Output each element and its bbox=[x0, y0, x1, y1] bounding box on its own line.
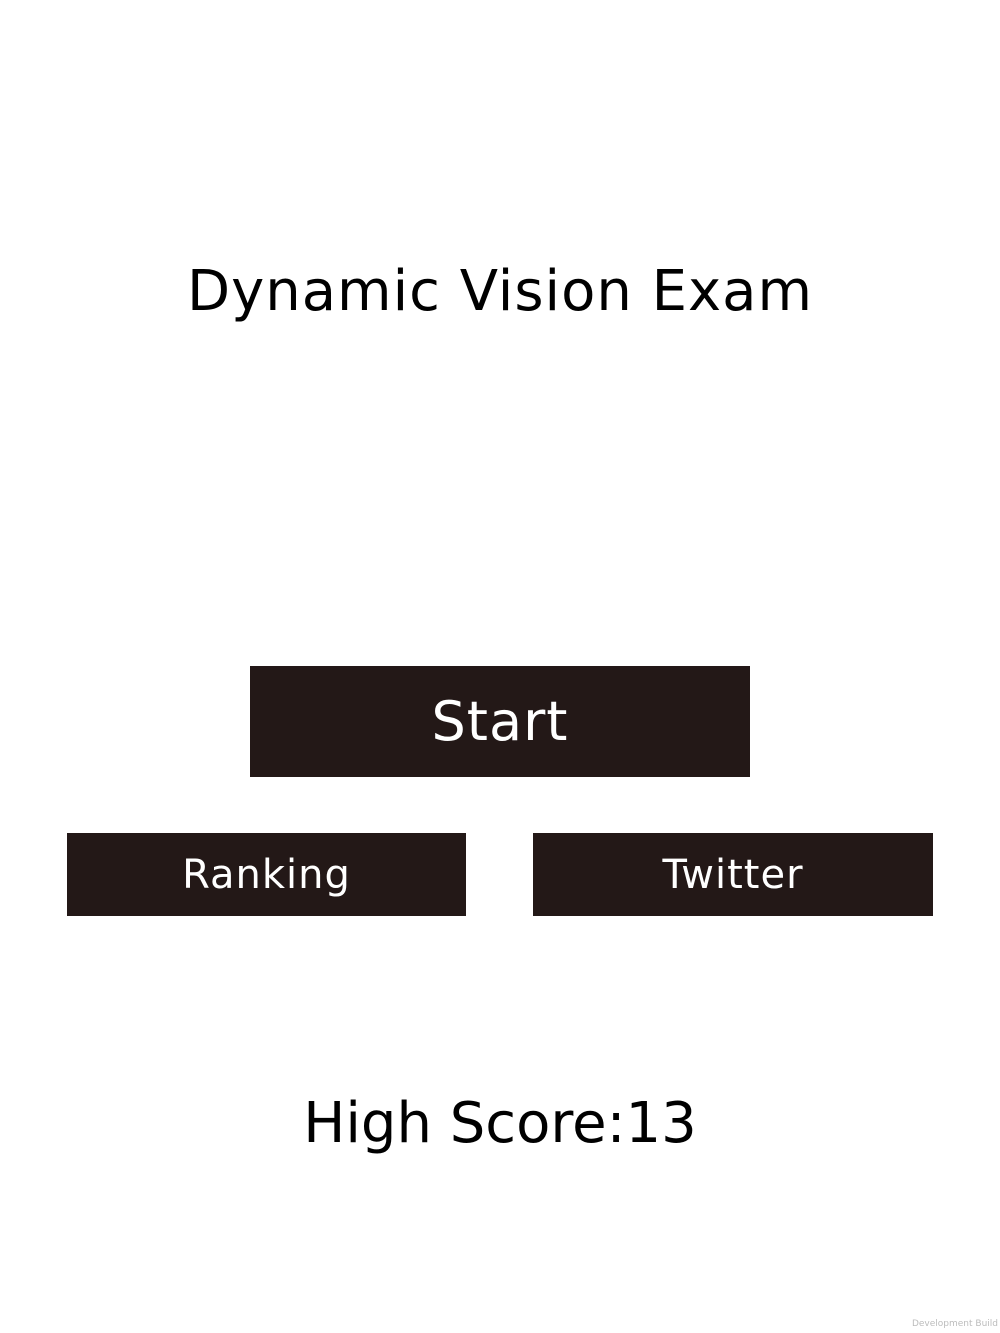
game-title: Dynamic Vision Exam bbox=[186, 259, 814, 324]
high-score-label: High Score: bbox=[303, 1091, 626, 1156]
twitter-button[interactable]: Twitter bbox=[533, 833, 933, 916]
high-score-value: 13 bbox=[625, 1091, 697, 1156]
high-score: High Score:13 bbox=[0, 1090, 1000, 1158]
start-button[interactable]: Start bbox=[250, 666, 750, 777]
development-build-label: Development Build bbox=[911, 1319, 998, 1329]
ranking-button[interactable]: Ranking bbox=[67, 833, 466, 916]
